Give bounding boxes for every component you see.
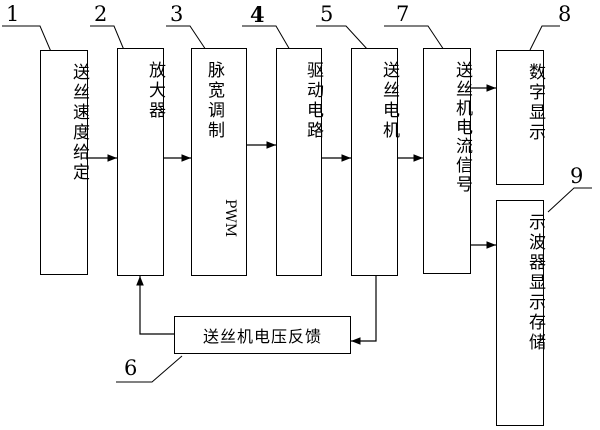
block-oscilloscope: 示波器显示存储	[496, 200, 545, 426]
number-8: 8	[558, 2, 572, 26]
leader-8	[529, 25, 560, 51]
number-1: 1	[6, 2, 20, 26]
feedback-wire-from-motor	[351, 276, 377, 345]
block-pwm-label: 脉宽调制	[204, 61, 224, 141]
leader-3	[166, 25, 207, 51]
leader-5	[316, 25, 369, 51]
block-current-signal-label: 送丝机电流信号	[452, 61, 472, 194]
feedback-wire-to-amplifier	[136, 276, 174, 335]
block-drive-circuit-label: 驱动电路	[303, 61, 323, 141]
block-amplifier-label: 放大器	[145, 61, 165, 121]
block-speed-setpoint: 送丝速度给定	[40, 50, 89, 275]
block-speed-setpoint-label: 送丝速度给定	[69, 63, 89, 183]
block-voltage-feedback-label: 送丝机电压反馈	[202, 327, 322, 346]
block-feed-motor-label: 送丝电机	[379, 61, 399, 141]
number-2: 2	[94, 2, 108, 26]
number-3: 3	[170, 2, 184, 26]
number-4: 4	[250, 2, 265, 27]
block-digital-display: 数字显示	[496, 50, 545, 185]
leader-2	[90, 25, 125, 51]
block-amplifier: 放大器	[117, 48, 165, 276]
leader-9	[547, 187, 592, 213]
leader-7	[384, 25, 445, 51]
block-oscilloscope-label: 示波器显示存储	[525, 213, 545, 353]
leader-1	[2, 25, 53, 55]
block-current-signal: 送丝机电流信号	[423, 48, 472, 274]
number-9: 9	[570, 164, 584, 188]
block-pwm-suffix: PWM	[222, 199, 238, 238]
block-digital-display-label: 数字显示	[525, 63, 545, 143]
number-5: 5	[320, 2, 334, 26]
leader-4	[242, 25, 291, 51]
block-pwm: 脉宽调制 PWM	[191, 48, 247, 276]
block-drive-circuit: 驱动电路	[276, 48, 323, 276]
block-voltage-feedback: 送丝机电压反馈	[174, 316, 351, 354]
block-feed-motor: 送丝电机	[351, 48, 399, 276]
number-6: 6	[124, 356, 138, 380]
number-7: 7	[396, 2, 410, 26]
leader-6	[116, 355, 183, 383]
